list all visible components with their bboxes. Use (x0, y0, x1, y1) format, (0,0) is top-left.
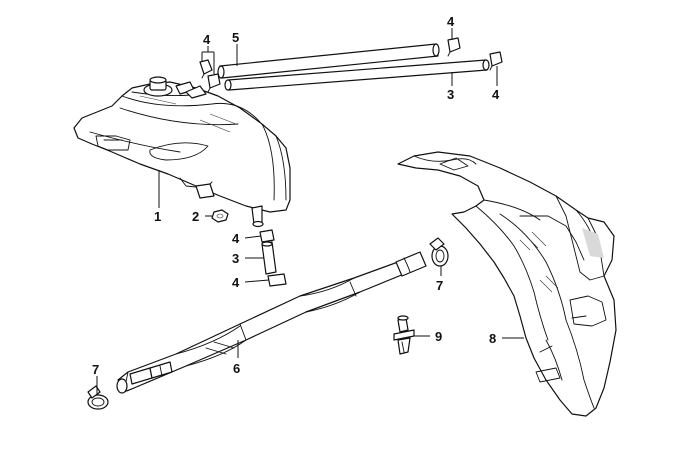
drain-tube-assembly (116, 251, 427, 394)
callout-4-lower: 4 (232, 275, 240, 290)
clamp-top-d (489, 51, 503, 71)
fuel-tank (73, 76, 291, 228)
clamp-lower-left (87, 385, 109, 410)
hose-long-lower (224, 59, 490, 91)
clamp-mid-b (267, 273, 287, 287)
hose-long-upper (217, 43, 440, 79)
clamp-upper-right (429, 237, 449, 267)
clamp-top-b (207, 73, 221, 93)
callout-4-far-right: 4 (492, 87, 500, 102)
clamp-mid-a (259, 229, 275, 243)
leader-lines (96, 28, 524, 394)
callout-9: 9 (435, 329, 442, 344)
side-fairing (397, 151, 617, 417)
clamp-top-c (447, 37, 461, 57)
callout-labels: 5 4 4 3 4 1 2 4 3 4 7 6 7 9 8 (92, 14, 500, 377)
callout-2: 2 (192, 209, 199, 224)
callout-3-upper: 3 (447, 87, 454, 102)
callout-4-middle: 4 (232, 231, 240, 246)
callout-5: 5 (232, 30, 239, 45)
push-rivet (393, 315, 415, 355)
clamp-top-a (199, 59, 213, 79)
callout-1: 1 (154, 209, 161, 224)
callout-7-upper-right: 7 (436, 278, 443, 293)
callout-4-top-left: 4 (203, 32, 211, 47)
callout-8: 8 (489, 331, 496, 346)
callout-4-top-right: 4 (447, 14, 455, 29)
nut (211, 209, 229, 223)
callout-6: 6 (233, 361, 240, 376)
callout-7-lower-left: 7 (92, 362, 99, 377)
hose-short (261, 241, 277, 275)
callout-3-middle: 3 (232, 251, 239, 266)
